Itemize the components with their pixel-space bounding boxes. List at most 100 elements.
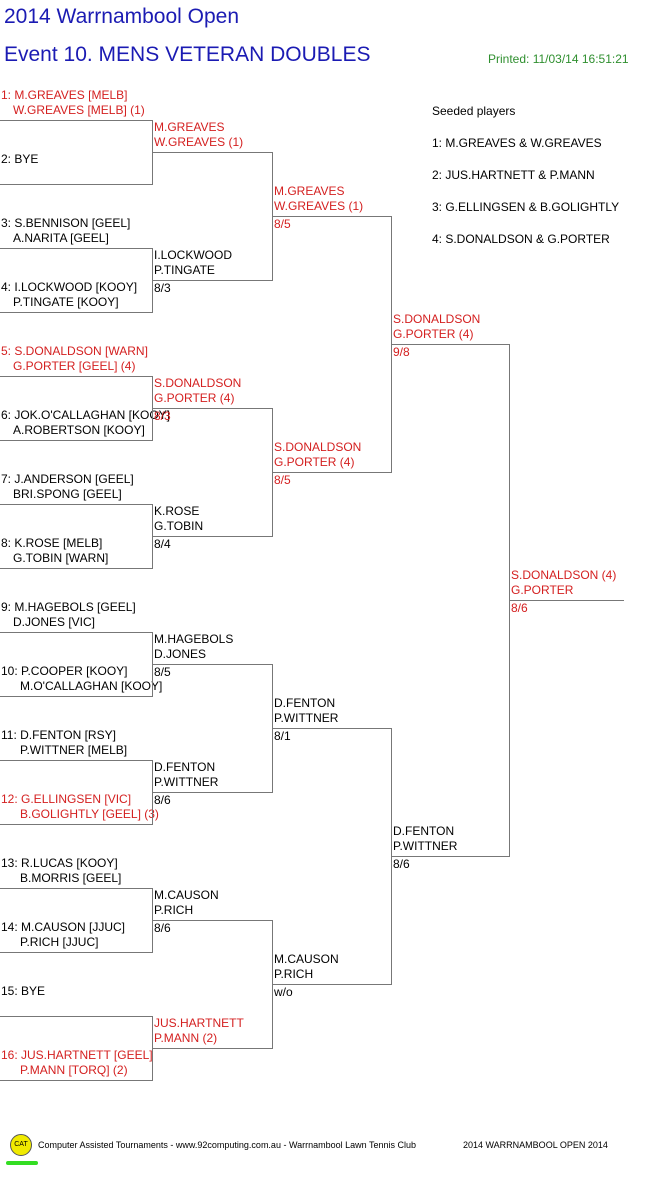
draw-entry-player2: P.RICH [JJUC]: [20, 935, 99, 949]
draw-entry-player1: 10: P.COOPER [KOOY]: [1, 664, 128, 678]
match-score: 8/5: [274, 473, 291, 487]
match-score: 8/1: [274, 729, 291, 743]
draw-entry-player1: 13: R.LUCAS [KOOY]: [1, 856, 118, 870]
winner-player2: P.WITTNER: [393, 839, 458, 853]
bracket-line: [152, 792, 272, 793]
draw-entry-player1: 4: I.LOCKWOOD [KOOY]: [1, 280, 138, 294]
bracket-line: [509, 600, 624, 601]
winner-player1: M.CAUSON: [274, 952, 339, 966]
draw-entry-player2: G.PORTER [GEEL] (4): [13, 359, 136, 373]
winner-player2: D.JONES: [154, 647, 207, 661]
draw-entry-player1: 16: JUS.HARTNETT [GEEL]: [1, 1048, 153, 1062]
draw-entry-player1: 5: S.DONALDSON [WARN]: [1, 344, 148, 358]
tournament-title: 2014 Warrnambool Open: [4, 5, 240, 28]
draw-line: [0, 248, 152, 249]
winner-player2: G.PORTER (4): [393, 327, 474, 341]
draw-line: [0, 824, 152, 825]
footer-credits: Computer Assisted Tournaments - www.92co…: [38, 1140, 417, 1150]
footer-event: 2014 WARRNAMBOOL OPEN 2014: [463, 1140, 608, 1150]
bracket-line: [272, 216, 391, 217]
draw-entry-player1: 15: BYE: [1, 984, 46, 998]
draw-entry-player2: A.NARITA [GEEL]: [13, 231, 109, 245]
seed-entry: 3: G.ELLINGSEN & B.GOLIGHTLY: [432, 200, 620, 214]
draw-line: [0, 1080, 152, 1081]
winner-player2: G.TOBIN: [154, 519, 204, 533]
draw-line: [0, 504, 152, 505]
bracket-line: [152, 280, 272, 281]
draw-entry-player1: 9: M.HAGEBOLS [GEEL]: [1, 600, 136, 614]
winner-player1: M.GREAVES: [154, 120, 225, 134]
match-score: 8/6: [393, 857, 410, 871]
seed-entry: 1: M.GREAVES & W.GREAVES: [432, 136, 602, 150]
draw-entry-player1: 6: JOK.O'CALLAGHAN [KOOY]: [1, 408, 171, 422]
draw-entry-player2: G.TOBIN [WARN]: [13, 551, 109, 565]
winner-player2: W.GREAVES (1): [154, 135, 244, 149]
draw-entry-player1: 11: D.FENTON [RSY]: [1, 728, 116, 742]
bracket-line: [152, 408, 272, 409]
winner-player2: G.PORTER: [511, 583, 574, 597]
winner-player2: P.RICH: [274, 967, 314, 981]
logo-underline: [6, 1161, 38, 1165]
winner-player2: P.WITTNER: [154, 775, 219, 789]
draw-line: [0, 440, 152, 441]
match-score: 8/6: [511, 601, 528, 615]
winner-player1: JUS.HARTNETT: [154, 1016, 244, 1030]
cat-logo-icon: CAT: [10, 1134, 32, 1156]
match-score: 9/8: [393, 345, 410, 359]
draw-entry-player2: M.O'CALLAGHAN [KOOY]: [20, 679, 163, 693]
draw-entry-player2: B.MORRIS [GEEL]: [20, 871, 122, 885]
winner-player1: S.DONALDSON: [274, 440, 362, 454]
match-score: 8/4: [154, 537, 171, 551]
bracket-line: [272, 984, 391, 985]
draw-line: [0, 1016, 152, 1017]
match-score: 8/6: [154, 793, 171, 807]
winner-player1: K.ROSE: [154, 504, 200, 518]
winner-player2: P.TINGATE: [154, 263, 215, 277]
winner-player1: D.FENTON: [393, 824, 455, 838]
draw-line: [0, 120, 152, 121]
match-score: w/o: [274, 985, 293, 999]
draw-entry-player1: 2: BYE: [1, 152, 39, 166]
winner-player1: I.LOCKWOOD: [154, 248, 233, 262]
match-score: 8/3: [154, 409, 171, 423]
draw-line: [0, 888, 152, 889]
draw-entry-player2: P.MANN [TORQ] (2): [20, 1063, 128, 1077]
printed-timestamp: Printed: 11/03/14 16:51:21: [488, 52, 629, 66]
bracket-line: [152, 920, 272, 921]
draw-line: [0, 696, 152, 697]
bracket-line: [391, 856, 509, 857]
draw-line: [0, 376, 152, 377]
winner-player1: D.FENTON: [154, 760, 216, 774]
draw-line: [0, 760, 152, 761]
bracket-line: [152, 536, 272, 537]
winner-player1: S.DONALDSON: [154, 376, 242, 390]
seeded-players-heading: Seeded players: [432, 104, 516, 118]
draw-entry-player1: 7: J.ANDERSON [GEEL]: [1, 472, 134, 486]
winner-player1: S.DONALDSON (4): [511, 568, 617, 582]
winner-player2: W.GREAVES (1): [274, 199, 364, 213]
draw-entry-player2: BRI.SPONG [GEEL]: [13, 487, 122, 501]
draw-entry-player1: 3: S.BENNISON [GEEL]: [1, 216, 131, 230]
draw-entry-player1: 1: M.GREAVES [MELB]: [1, 88, 128, 102]
match-score: 8/5: [154, 665, 171, 679]
event-title: Event 10. MENS VETERAN DOUBLES: [4, 43, 371, 66]
draw-entry-player2: A.ROBERTSON [KOOY]: [13, 423, 145, 437]
bracket-line: [272, 728, 391, 729]
winner-player1: M.HAGEBOLS: [154, 632, 234, 646]
match-score: 8/6: [154, 921, 171, 935]
winner-player2: P.RICH: [154, 903, 194, 917]
bracket-line: [272, 472, 391, 473]
bracket-line: [152, 152, 272, 153]
winner-player1: S.DONALDSON: [393, 312, 481, 326]
bracket-line: [152, 1048, 272, 1049]
seed-entry: 2: JUS.HARTNETT & P.MANN: [432, 168, 595, 182]
winner-player2: G.PORTER (4): [154, 391, 235, 405]
winner-player1: M.CAUSON: [154, 888, 219, 902]
bracket-line: [152, 664, 272, 665]
match-score: 8/3: [154, 281, 171, 295]
draw-line: [0, 568, 152, 569]
draw-line: [0, 312, 152, 313]
draw-line: [0, 952, 152, 953]
draw-entry-player2: W.GREAVES [MELB] (1): [13, 103, 145, 117]
winner-player2: G.PORTER (4): [274, 455, 355, 469]
